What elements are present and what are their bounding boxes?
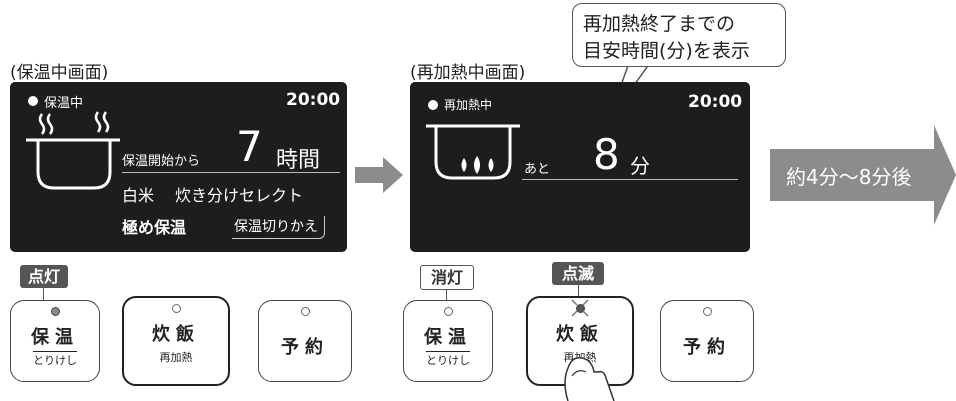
elapsed-unit: 時間 (276, 148, 321, 173)
keep-mode: 極め保温 (122, 218, 187, 237)
led-on-icon (51, 307, 60, 316)
button-sub-label: 再加熱 (159, 351, 193, 364)
clock-time: 20:00 (688, 92, 743, 112)
button-main-label: 保温 (31, 327, 79, 348)
remain-underline (522, 179, 738, 180)
finger-press-icon (564, 356, 615, 401)
keep-switch: 保温切りかえ (232, 216, 325, 239)
transition-arrow-icon (355, 157, 403, 193)
reheat-pot-icon (426, 124, 520, 180)
led-blink-icon (576, 304, 585, 313)
keep-warm-cancel-button[interactable]: 保温 とりけし (403, 300, 493, 382)
indicator-line (578, 285, 579, 299)
led-off-icon (172, 304, 181, 313)
indicator-blink-tag: 点滅 (552, 262, 604, 285)
timer-button[interactable]: 予約 (258, 300, 352, 382)
elapsed-underline (122, 172, 340, 173)
button-main-label: 予約 (683, 337, 731, 358)
elapsed-value: 7 (236, 122, 263, 171)
callout-bubble: 再加熱終了までの 目安時間(分)を表示 (572, 3, 786, 67)
led-off-icon (703, 307, 712, 316)
status-dot-icon (28, 96, 38, 106)
remain-value: 8 (593, 130, 620, 179)
remain-prefix: あと (524, 162, 551, 177)
button-main-label: 保温 (424, 327, 472, 348)
callout-line-1: 再加熱終了までの (583, 13, 736, 35)
status-label: 保温中 (44, 96, 84, 111)
indicator-line (43, 288, 44, 306)
button-main-label: 炊飯 (152, 324, 200, 345)
rice-type: 白米 (122, 186, 155, 205)
button-main-label: 炊飯 (556, 324, 604, 345)
led-off-icon (301, 307, 310, 316)
result-arrow-label: 約4分～8分後 (786, 165, 912, 189)
keep-warm-cancel-button[interactable]: 保温 とりけし (10, 300, 100, 382)
remain-unit: 分 (630, 154, 650, 178)
result-arrow-shape (770, 125, 956, 225)
left-panel-caption: (保温中画面) (10, 63, 109, 83)
blink-rays-icon (571, 299, 589, 317)
indicator-lit-tag: 点灯 (20, 265, 68, 288)
status-label: 再加熱中 (444, 98, 493, 112)
right-panel-caption: (再加熱中画面) (410, 63, 526, 83)
led-off-icon (444, 307, 453, 316)
clock-time: 20:00 (286, 90, 341, 110)
button-main-label: 予約 (281, 337, 329, 358)
indicator-off-tag: 消灯 (420, 265, 474, 290)
button-sub-label: とりけし (404, 351, 492, 368)
elapsed-prefix: 保温開始から (122, 154, 201, 169)
callout-line-2: 目安時間(分)を表示 (583, 40, 750, 62)
right-display-screen: 再加熱中 20:00 あと 8 分 (410, 82, 750, 252)
left-display-screen: 保温中 20:00 保温開始から 7 時間 白米 炊き分けセレクト 極め保温 保… (10, 82, 347, 252)
rice-pot-steam-icon (26, 111, 120, 190)
button-sub-label: とりけし (11, 351, 99, 368)
cook-reheat-button[interactable]: 炊飯 再加熱 (122, 296, 230, 386)
status-dot-icon (428, 100, 438, 110)
cook-mode: 炊き分けセレクト (175, 186, 304, 205)
timer-button[interactable]: 予約 (660, 300, 754, 382)
indicator-line (446, 289, 447, 305)
